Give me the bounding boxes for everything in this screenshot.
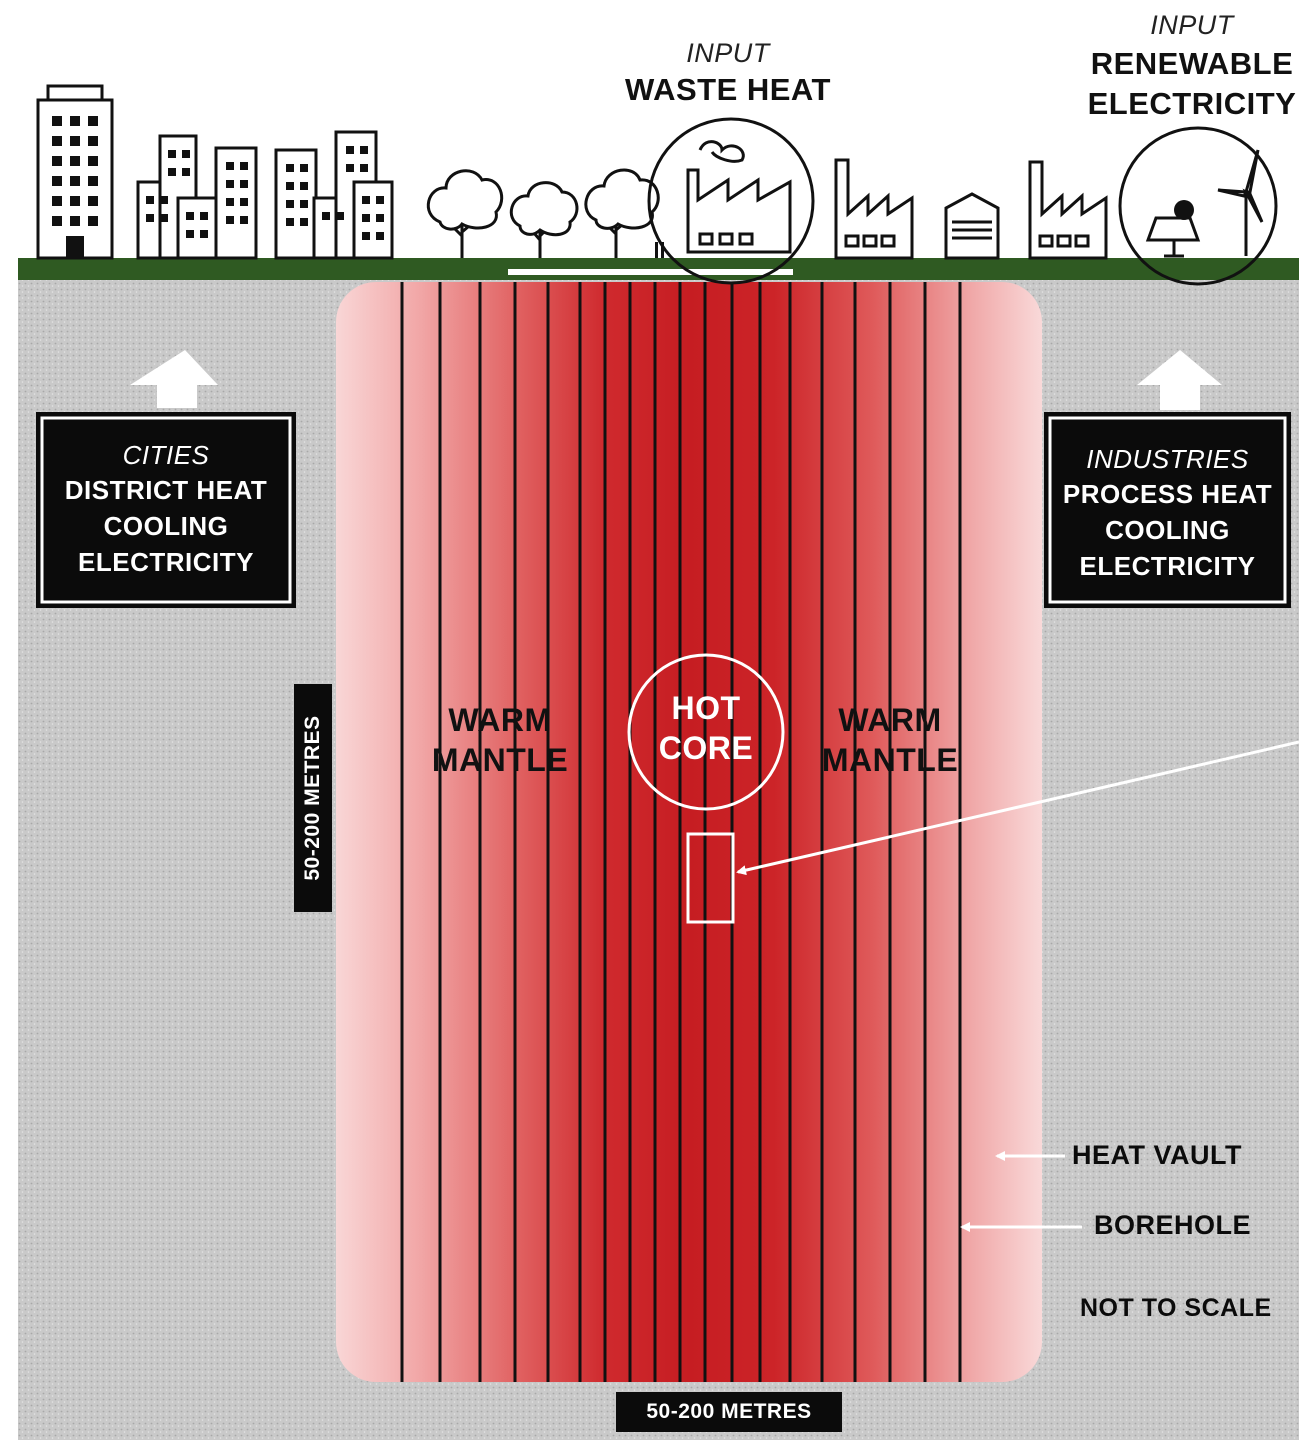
hot-core-line1: HOT xyxy=(636,688,776,728)
solar-panel-icon xyxy=(1148,218,1198,256)
depth-dimension-text: 50-200 METRES xyxy=(294,684,332,912)
building-icon xyxy=(138,136,256,258)
tree-icon xyxy=(586,170,658,258)
tree-icon xyxy=(511,183,577,258)
cities-prefix: CITIES xyxy=(42,438,290,472)
heat-vault xyxy=(336,282,1042,1382)
wind-turbine-icon xyxy=(1218,150,1262,256)
mantle-left-line1: WARM xyxy=(420,700,580,740)
sun-icon xyxy=(1174,200,1194,220)
hot-core-label: HOT CORE xyxy=(636,688,776,768)
factory-icon xyxy=(688,142,790,252)
tree-icon xyxy=(428,171,501,258)
cities-line-1: DISTRICT HEAT xyxy=(42,472,290,508)
cities-line-3: ELECTRICITY xyxy=(42,544,290,580)
factory-icon xyxy=(1030,162,1106,258)
industries-line-3: ELECTRICITY xyxy=(1050,548,1285,584)
cities-box: CITIES DISTRICT HEAT COOLING ELECTRICITY xyxy=(42,438,290,580)
renewable-title-line2: ELECTRICITY xyxy=(1082,86,1299,122)
mantle-left-line2: MANTLE xyxy=(420,740,580,780)
hot-core-line2: CORE xyxy=(636,728,776,768)
renewable-title-line1: RENEWABLE xyxy=(1082,46,1299,82)
warehouse-icon xyxy=(946,194,998,258)
borehole-label: BOREHOLE xyxy=(1094,1210,1294,1241)
mantle-right-line2: MANTLE xyxy=(810,740,970,780)
heat-vault-label: HEAT VAULT xyxy=(1072,1140,1292,1171)
waste-heat-title: WASTE HEAT xyxy=(604,72,852,108)
waste-heat-input-prefix: INPUT xyxy=(628,38,828,69)
depth-dimension-label: 50-200 METRES xyxy=(294,684,332,912)
plant-building-cover xyxy=(508,269,793,275)
building-icon xyxy=(38,86,112,258)
mantle-left-label: WARM MANTLE xyxy=(420,700,580,780)
mantle-right-label: WARM MANTLE xyxy=(810,700,970,780)
industries-line-2: COOLING xyxy=(1050,512,1285,548)
factory-icon xyxy=(836,160,912,258)
mantle-right-line1: WARM xyxy=(810,700,970,740)
industries-box: INDUSTRIES PROCESS HEAT COOLING ELECTRIC… xyxy=(1050,442,1285,584)
renewable-input-prefix: INPUT xyxy=(1092,10,1292,41)
not-to-scale-label: NOT TO SCALE xyxy=(1080,1294,1295,1323)
cities-line-2: COOLING xyxy=(42,508,290,544)
width-dimension-label: 50-200 METRES xyxy=(616,1392,842,1432)
industries-line-1: PROCESS HEAT xyxy=(1050,476,1285,512)
industries-prefix: INDUSTRIES xyxy=(1050,442,1285,476)
building-icon xyxy=(276,132,392,258)
